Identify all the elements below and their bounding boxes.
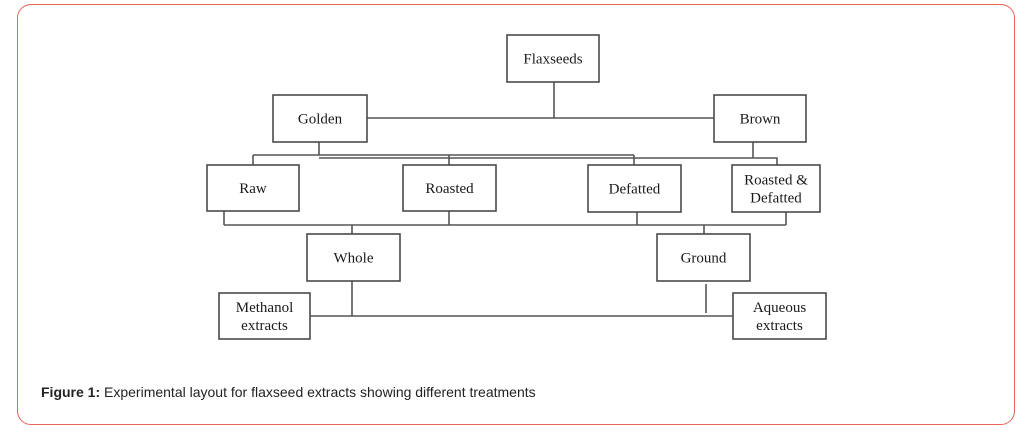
node-box: [206, 164, 300, 212]
figure-caption-label: Figure 1:: [41, 384, 101, 400]
node-box: [306, 233, 401, 282]
node-label: Defatted: [750, 191, 802, 207]
node-brown: Brown: [713, 94, 807, 143]
nodes: Flaxseeds Golden Brown Raw Roasted Defat…: [206, 34, 827, 340]
edge-brown-branch: [319, 157, 778, 165]
node-label: Roasted &: [744, 173, 808, 189]
node-label: Ground: [681, 251, 727, 267]
node-whole: Whole: [306, 233, 401, 282]
node-label: Aqueous: [753, 300, 806, 316]
node-label: Whole: [334, 251, 374, 267]
figure-caption: Figure 1: Experimental layout for flaxse…: [41, 384, 536, 400]
node-box: [218, 292, 311, 340]
node-label: Roasted: [425, 181, 474, 197]
node-box: [713, 94, 807, 143]
node-box: [402, 164, 497, 212]
node-label: Raw: [239, 181, 267, 197]
node-box: [506, 34, 600, 83]
connector-lines: [223, 82, 787, 317]
node-aqueous-extracts: Aqueous extracts: [732, 292, 827, 340]
node-box: [731, 164, 821, 213]
node-label: Flaxseeds: [523, 52, 582, 68]
node-roasted: Roasted: [402, 164, 497, 212]
node-label: extracts: [756, 318, 803, 334]
node-label: Brown: [740, 112, 781, 128]
node-box: [272, 94, 368, 143]
node-label: extracts: [241, 318, 288, 334]
figure-caption-text: Experimental layout for flaxseed extract…: [100, 384, 536, 400]
node-roasted-defatted: Roasted & Defatted: [731, 164, 821, 213]
node-label: Methanol: [236, 300, 294, 316]
node-methanol-extracts: Methanol extracts: [218, 292, 311, 340]
node-defatted: Defatted: [587, 164, 682, 213]
node-flaxseeds: Flaxseeds: [506, 34, 600, 83]
node-golden: Golden: [272, 94, 368, 143]
node-box: [656, 233, 751, 282]
node-label: Golden: [298, 112, 343, 128]
node-box: [587, 164, 682, 213]
node-raw: Raw: [206, 164, 300, 212]
node-box: [732, 292, 827, 340]
node-label: Defatted: [609, 182, 661, 198]
node-ground: Ground: [656, 233, 751, 282]
